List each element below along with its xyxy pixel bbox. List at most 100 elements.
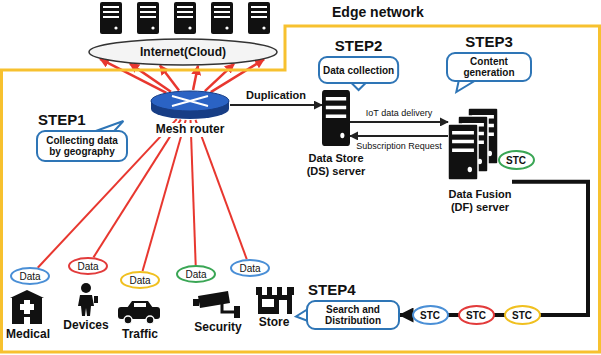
mesh-router-outline — [150, 90, 230, 120]
stc-ellipse-label: STC — [512, 310, 532, 321]
step-description: Collecting data by geography — [41, 135, 123, 157]
cloud-servers — [100, 2, 270, 34]
edge-label: Subscription Request — [354, 141, 444, 151]
region-border — [2, 26, 600, 352]
server-node: STCData Fusion (DF) server — [448, 108, 512, 184]
stc-ellipse: STC — [504, 305, 541, 325]
roof — [10, 290, 44, 298]
step-description: Data collection — [323, 65, 394, 76]
connector-arrow — [191, 120, 196, 265]
shop-window — [262, 299, 274, 307]
phone — [94, 296, 98, 303]
ellipse-outline — [231, 260, 269, 276]
data-ellipse-label: Data — [239, 263, 260, 274]
step-callout: STEP3Content generation — [446, 52, 532, 82]
stc-ellipse: STC — [458, 305, 495, 325]
callout-box — [307, 301, 399, 329]
data-ellipse: Data — [120, 271, 160, 289]
awning-stripe — [282, 287, 287, 295]
category-label: Devices — [63, 318, 108, 332]
data-ellipse: Data — [10, 267, 50, 285]
data-ellipse-label: Data — [129, 275, 150, 286]
stc-ellipse-label: STC — [506, 155, 526, 166]
ellipse-outline — [69, 258, 107, 274]
ds-server-icon — [322, 90, 350, 146]
server-node-outline — [322, 90, 350, 146]
category-label: Store — [259, 315, 290, 329]
step-heading: STEP3 — [446, 33, 532, 50]
category-label: Security — [194, 320, 241, 334]
server-icon — [248, 2, 270, 34]
cloud-shape: Internet(Cloud) — [88, 38, 278, 66]
camera-body — [198, 291, 230, 308]
edge-label: Duplication — [244, 89, 308, 101]
mesh-router-label: Mesh router — [145, 123, 235, 137]
car-roof — [127, 301, 153, 308]
connector-arrow — [400, 182, 588, 315]
edge-network-region-label: Edge network — [332, 4, 424, 20]
stc-ellipse: STC — [412, 305, 449, 325]
awning-stripe — [272, 287, 277, 295]
callout-box — [37, 131, 127, 161]
ellipse-outline — [413, 306, 448, 324]
server-icon — [174, 2, 196, 34]
category-label: Traffic — [122, 327, 158, 341]
awning — [256, 287, 294, 295]
edge-label: IoT data delivery — [364, 108, 434, 118]
ellipse-outline — [177, 266, 215, 282]
server-node: Data Store (DS) server — [322, 90, 350, 146]
step-callout: STEP2Data collection — [318, 56, 399, 84]
step-description: Content generation — [451, 56, 527, 78]
car-window — [134, 303, 146, 307]
hospital-icon — [10, 290, 44, 324]
step-heading: STEP4 — [308, 281, 356, 298]
ellipse-outline — [499, 151, 534, 169]
awning-stripe — [262, 287, 267, 295]
stc-ellipse: STC — [498, 150, 535, 170]
shop-door — [279, 300, 287, 314]
ellipse-outline — [505, 306, 540, 324]
connector-arrow — [350, 135, 448, 137]
wheel — [146, 316, 154, 324]
server-icon — [448, 124, 478, 180]
data-ellipse: Data — [230, 259, 270, 277]
data-ellipse-label: Data — [19, 271, 40, 282]
server-node-label: Data Fusion (DF) server — [440, 188, 520, 213]
data-ellipse-label: Data — [77, 261, 98, 272]
connector-arrow — [130, 64, 171, 92]
mount — [222, 304, 236, 312]
step-callout: STEP1Collecting data by geography — [36, 130, 128, 162]
body — [78, 295, 94, 316]
connector-arrow — [143, 120, 186, 271]
connector-arrow — [230, 104, 322, 106]
step-description: Search and Distribution — [311, 304, 395, 326]
server-node-outline — [448, 108, 512, 184]
camera-icon — [193, 291, 240, 318]
cross — [20, 304, 34, 310]
wheel — [124, 316, 132, 324]
data-ellipse-label: Data — [185, 269, 206, 280]
server-icon — [211, 2, 233, 34]
door — [24, 317, 30, 324]
connector-arrow — [38, 119, 177, 268]
car-icon — [118, 301, 160, 324]
stc-ellipse-label: STC — [420, 310, 440, 321]
head — [81, 283, 91, 293]
server-outline — [448, 124, 478, 180]
connector-arrow — [195, 120, 246, 259]
category-label: Medical — [6, 327, 50, 341]
router-arrows — [172, 96, 208, 106]
ellipse-outline — [11, 268, 49, 284]
server-icon — [137, 2, 159, 34]
step-heading: STEP2 — [318, 37, 399, 54]
step-callout: STEP4Search and Distribution — [306, 300, 400, 330]
callout-box — [447, 53, 531, 81]
df-server-icon — [448, 108, 498, 180]
ellipse-outline — [121, 272, 159, 288]
data-ellipse: Data — [68, 257, 108, 275]
connector-arrow — [350, 121, 448, 123]
stc-ellipse-label: STC — [466, 310, 486, 321]
mesh-router: Mesh router — [150, 90, 230, 120]
building — [12, 298, 42, 324]
callout-box — [319, 57, 398, 83]
